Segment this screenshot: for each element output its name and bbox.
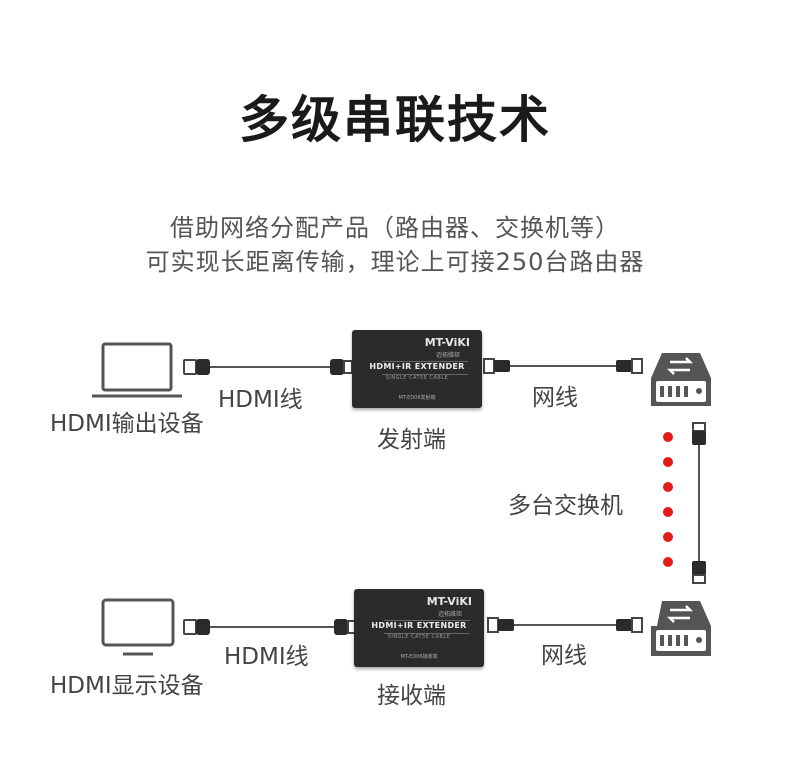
device-code: MT-ED06发射端 [398,395,436,401]
transmitter-device: MT-ViKI 迈拓维矩 HDMI+IR EXTENDER SINGLE CAT… [352,330,482,408]
device-brand-sub: 迈拓维矩 [437,611,462,618]
device-brand: MT-ViKI [426,595,472,608]
top-network-label: 网线 [532,385,578,411]
receiver-device: MT-ViKI 迈拓维矩 HDMI+IR EXTENDER SINGLE CAT… [354,589,484,667]
dot [663,432,673,442]
bottom-hdmi-cable [183,619,357,635]
device-model: HDMI+IR EXTENDER [371,621,467,630]
dot [663,557,673,567]
bottom-network-label: 网线 [541,643,587,669]
vertical-network-cable [692,422,706,584]
switch-label: 多台交换机 [508,493,623,519]
dot [663,482,673,492]
top-network-cable [483,358,643,374]
subtitle-line-2: 可实现长距离传输，理论上可接250台路由器 [145,248,645,276]
device-stripe [382,361,468,375]
source-label: HDMI输出设备 [50,411,204,437]
transmitter-label: 发射端 [377,427,446,453]
bottom-hdmi-label: HDMI线 [224,644,309,670]
subtitle-line-1: 借助网络分配产品（路由器、交换机等） [170,214,620,242]
network-switch-icon [651,601,711,656]
device-model-sub: SINGLE CAT5E CABLE [385,375,449,381]
top-hdmi-label: HDMI线 [218,387,303,413]
dot [663,507,673,517]
top-hdmi-cable [183,359,353,375]
receiver-label: 接收端 [377,683,446,709]
monitor-icon [101,598,175,656]
device-stripe [384,620,470,634]
dot [663,532,673,542]
laptop-icon [92,342,182,398]
device-model: HDMI+IR EXTENDER [369,362,465,371]
bottom-network-cable [487,617,643,633]
page-title: 多级串联技术 [239,91,551,149]
display-label: HDMI显示设备 [50,673,204,699]
device-model-sub: SINGLE CAT5E CABLE [387,634,451,640]
device-code: MT-ED06接收端 [400,654,438,660]
device-brand-sub: 迈拓维矩 [435,352,460,359]
network-switch-icon [651,353,711,406]
device-brand: MT-ViKI [424,336,470,349]
dot [663,457,673,467]
